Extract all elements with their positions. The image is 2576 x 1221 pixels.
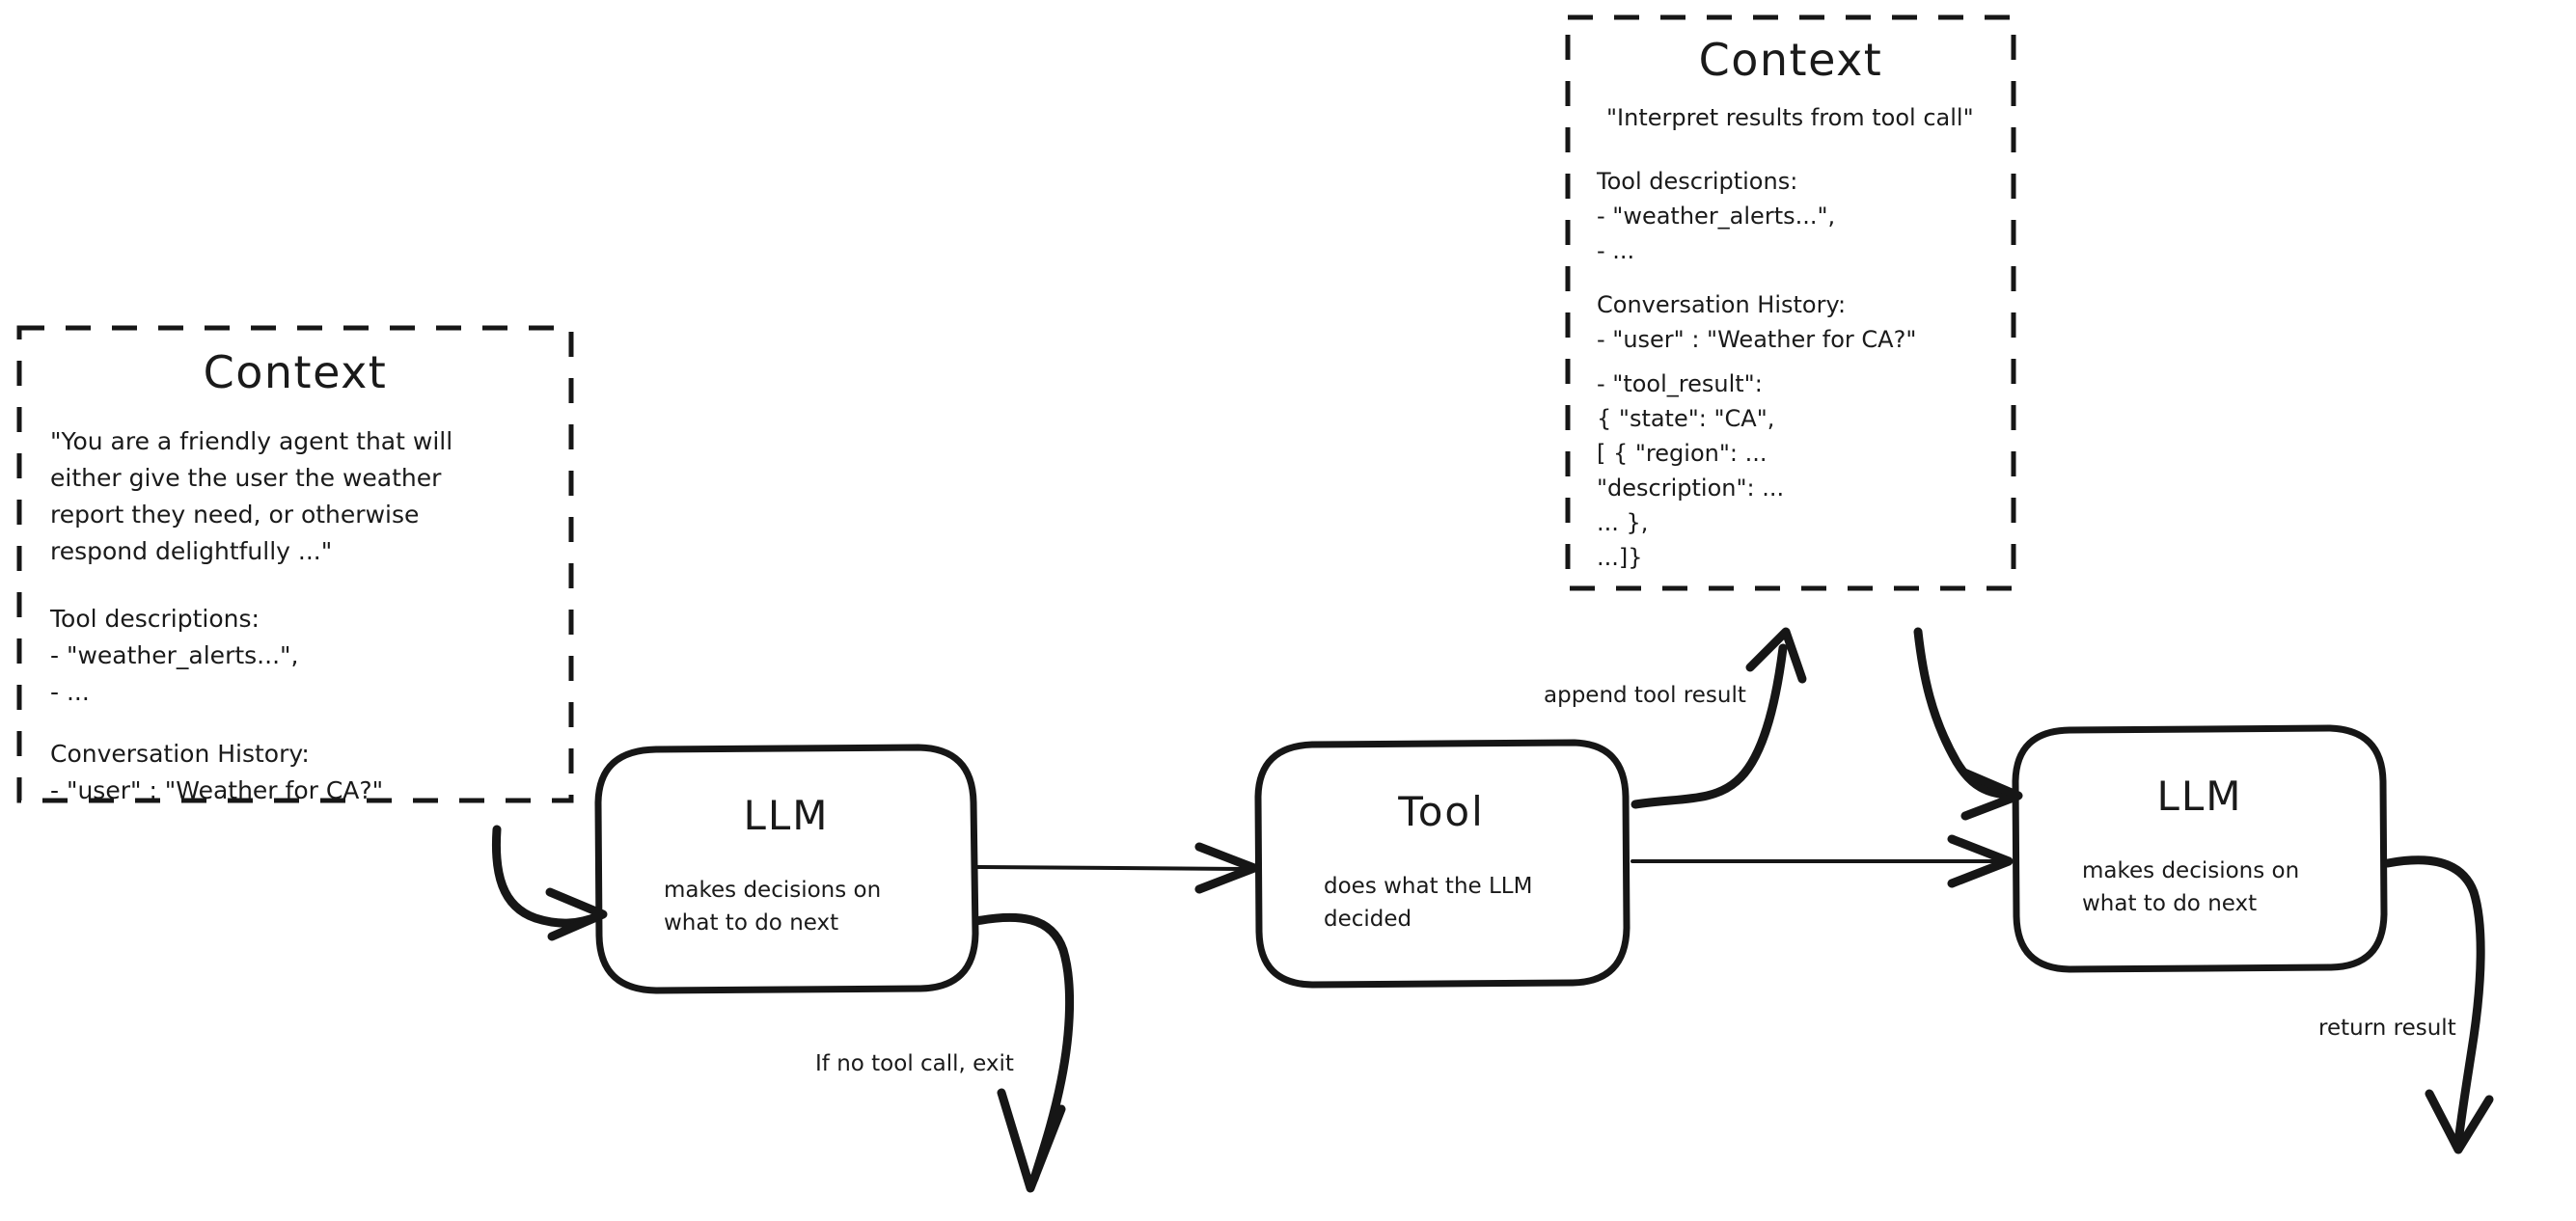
context-right-line-10: { "state": "CA",	[1597, 405, 1774, 432]
context-left-title: Context	[204, 346, 388, 398]
node-llm-2[interactable]: LLM makes decisions on what to do next	[2012, 724, 2388, 973]
context-right-line-13: ... },	[1597, 509, 1648, 536]
context-right-line-6: Conversation History:	[1597, 291, 1846, 318]
context-right-line-11: [ { "region": ...	[1597, 440, 1767, 467]
edge-llm1-to-tool-line	[975, 865, 1252, 871]
context-box-left: Context "You are a friendly agent that w…	[16, 325, 574, 804]
node-llm-2-border[interactable]	[2012, 724, 2388, 973]
node-llm-2-sub-0: makes decisions on	[2082, 858, 2299, 883]
edge-llm1-exit-label: If no tool call, exit	[815, 1051, 1014, 1076]
node-tool-title: Tool	[1397, 788, 1485, 835]
edge-llm2-return-arrowhead	[2425, 1089, 2494, 1154]
context-left-line-9: Conversation History:	[50, 740, 310, 768]
edge-tool-append-line	[1631, 643, 1788, 809]
context-left-line-0: "You are a friendly agent that will	[50, 427, 452, 455]
node-llm-2-title: LLM	[2156, 773, 2242, 820]
node-tool-sub-0: does what the LLM	[1324, 874, 1532, 899]
context-left-line-5: Tool descriptions:	[49, 605, 260, 633]
edge-context-to-llm1-arrowhead	[545, 887, 608, 941]
context-left-line-7: - ...	[50, 678, 90, 706]
node-llm-1-sub-1: what to do next	[664, 910, 838, 936]
context-right-line-0: "Interpret results from tool call"	[1606, 104, 1974, 131]
edge-context-to-llm1	[491, 825, 608, 941]
edge-tool-to-llm2-arrowhead	[1947, 834, 2014, 888]
edge-tool-to-llm2	[1631, 834, 2014, 888]
node-llm-1-border[interactable]	[594, 744, 979, 994]
edge-llm1-to-tool-arrowhead	[1194, 842, 1259, 894]
node-llm-1-title: LLM	[743, 792, 829, 839]
edge-llm2-return-line	[2383, 855, 2485, 1148]
node-tool-sub-1: decided	[1324, 907, 1411, 932]
context-left-line-3: respond delightfully ..."	[50, 537, 332, 565]
edge-tool-append-label: append tool result	[1544, 683, 1746, 708]
context-right-line-2: Tool descriptions:	[1596, 168, 1797, 195]
edge-tool-append: append tool result	[1544, 627, 1807, 809]
edge-llm1-exit: If no tool call, exit	[815, 912, 1075, 1193]
node-llm-2-sub-1: what to do next	[2082, 891, 2257, 916]
edge-llm2-return-label: return result	[2318, 1016, 2456, 1041]
context-left-line-10: - "user" : "Weather for CA?"	[50, 776, 383, 804]
node-tool-border[interactable]	[1254, 739, 1631, 989]
context-right-line-7: - "user" : "Weather for CA?"	[1597, 326, 1916, 353]
context-right-title: Context	[1699, 34, 1883, 86]
context-right-line-12: "description": ...	[1597, 475, 1784, 502]
context-box-right: Context "Interpret results from tool cal…	[1565, 14, 2016, 591]
node-llm-1-sub-0: makes decisions on	[664, 878, 881, 903]
context-right-line-14: ...]}	[1597, 544, 1643, 571]
node-tool[interactable]: Tool does what the LLM decided	[1254, 739, 1631, 989]
context-right-line-9: - "tool_result":	[1597, 370, 1763, 397]
edge-context-to-llm2-arrowhead	[1959, 768, 2023, 821]
context-left-line-6: - "weather_alerts...",	[50, 641, 298, 669]
context-left-line-2: report they need, or otherwise	[50, 501, 419, 529]
node-llm-1[interactable]: LLM makes decisions on what to do next	[594, 744, 979, 994]
edge-context-to-llm2-line	[1913, 627, 2017, 800]
edge-llm1-to-tool	[975, 842, 1259, 894]
context-left-line-1: either give the user the weather	[50, 464, 442, 492]
edge-llm2-return: return result	[2318, 855, 2494, 1154]
context-left-border	[16, 325, 574, 803]
edge-llm1-exit-arrowhead	[997, 1088, 1066, 1193]
edge-tool-append-arrowhead	[1745, 627, 1807, 684]
edge-llm1-exit-line	[972, 912, 1075, 1183]
edge-context-to-llm2	[1913, 627, 2023, 821]
context-right-line-3: - "weather_alerts...",	[1597, 203, 1835, 230]
context-right-line-4: - ...	[1597, 237, 1634, 264]
